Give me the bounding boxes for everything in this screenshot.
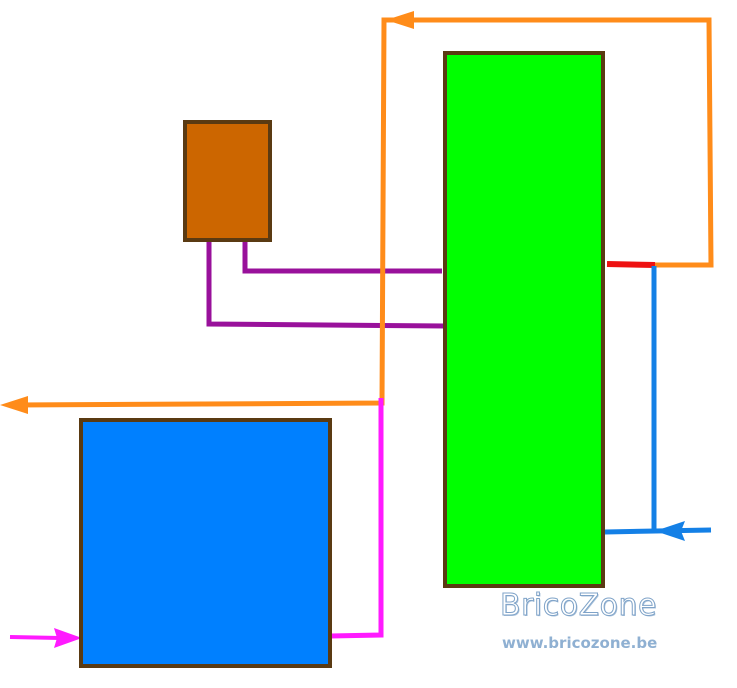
green-tank (443, 51, 605, 588)
watermark-brand: BricoZone (500, 588, 657, 624)
magenta-pipe-inlet (9, 635, 61, 640)
orange-arrow-left-icon (0, 396, 28, 414)
orange-arrow-top-icon (386, 11, 414, 29)
orange-pipe-loop (13, 17, 714, 408)
magenta-arrow-icon (54, 628, 82, 648)
blue-tank (79, 418, 332, 668)
small-unit-box (183, 120, 272, 242)
watermark-url[interactable]: www.bricozone.be (502, 634, 658, 652)
blue-arrow-icon (655, 521, 685, 541)
magenta-pipe (329, 398, 384, 639)
purple-pipe-lower (206, 242, 447, 329)
purple-pipe-upper (242, 242, 442, 274)
red-pipe (606, 261, 656, 268)
